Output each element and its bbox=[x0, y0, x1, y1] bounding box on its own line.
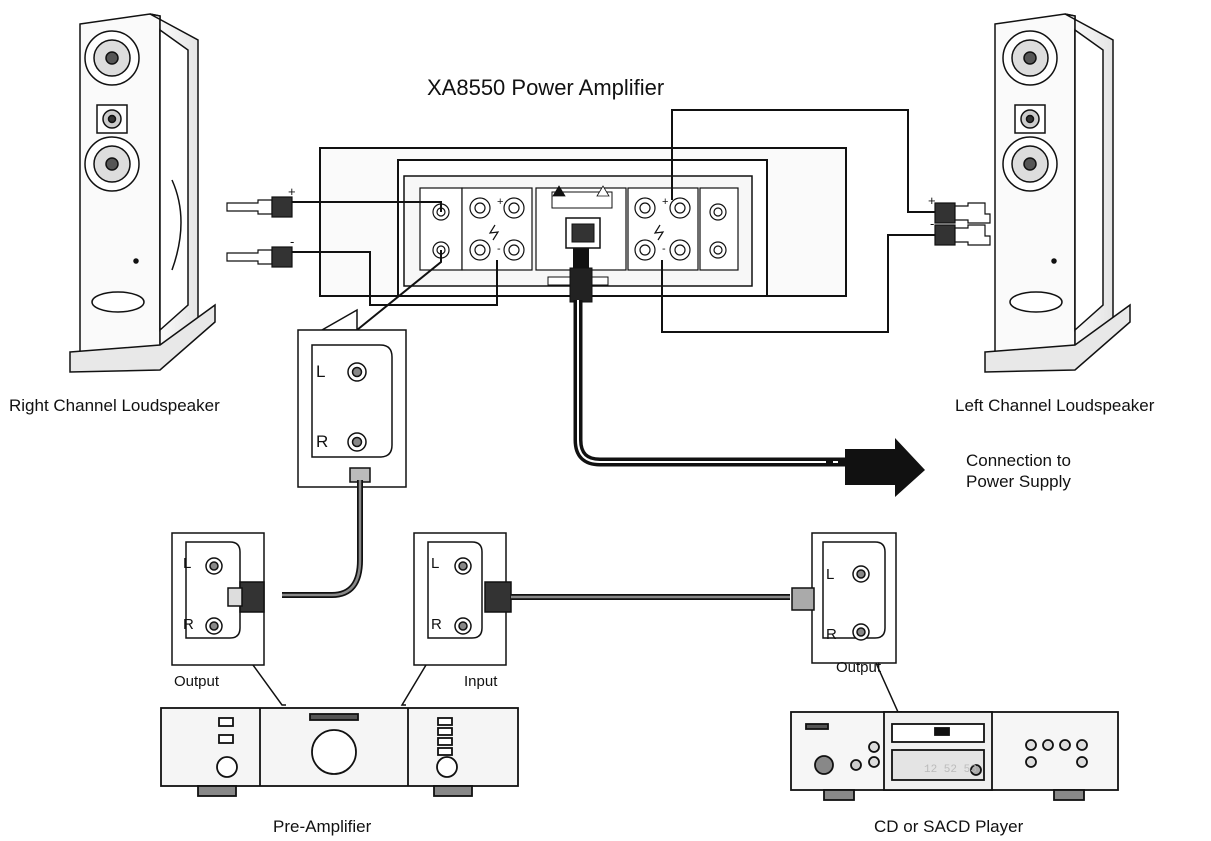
amp-right-plus-label: + bbox=[497, 196, 504, 208]
amp-left-plus-label: + bbox=[662, 196, 669, 208]
right-plug-minus-label: - bbox=[290, 234, 295, 249]
pre-amplifier-label: Pre-Amplifier bbox=[273, 817, 372, 836]
amp-left-minus-label: - bbox=[662, 243, 666, 255]
cd-display-digits: 12 52 53 bbox=[924, 764, 977, 776]
right-speaker bbox=[69, 13, 216, 373]
right-speaker-plugs bbox=[226, 196, 293, 268]
power-supply-label-line2: Power Supply bbox=[966, 472, 1071, 491]
amp-jack-l-label: L bbox=[316, 362, 326, 381]
left-speaker-plugs bbox=[934, 202, 991, 246]
left-plug-minus-label: - bbox=[930, 216, 935, 231]
preamp-input-label: Input bbox=[464, 673, 498, 690]
speaker-cables bbox=[292, 109, 935, 333]
right-speaker-label: Right Channel Loudspeaker bbox=[9, 396, 220, 415]
cd-output-callout bbox=[791, 532, 902, 713]
left-speaker bbox=[984, 13, 1131, 373]
amp-right-minus-label: - bbox=[497, 243, 501, 255]
preamp-input-l-label: L bbox=[431, 555, 440, 572]
cd-player bbox=[790, 711, 1119, 801]
left-speaker-label: Left Channel Loudspeaker bbox=[955, 396, 1155, 415]
pre-amplifier bbox=[160, 707, 519, 797]
power-supply-label-line1: Connection to bbox=[966, 451, 1071, 470]
right-plug-plus-label: + bbox=[288, 184, 296, 199]
amp-jack-r-label: R bbox=[316, 432, 329, 451]
preamp-input-r-label: R bbox=[431, 616, 442, 633]
amp-input-callout bbox=[297, 308, 407, 488]
power-cord bbox=[569, 248, 925, 497]
preamp-output-callout bbox=[171, 532, 286, 706]
diagram-title: XA8550 Power Amplifier bbox=[427, 75, 665, 100]
left-plug-plus-label: + bbox=[928, 193, 936, 208]
cd-output-r-label: R bbox=[826, 626, 837, 643]
cd-output-label: Output bbox=[836, 659, 882, 676]
cd-output-l-label: L bbox=[826, 566, 835, 583]
preamp-output-r-label: R bbox=[183, 616, 194, 633]
preamp-to-amp-cable bbox=[282, 480, 363, 598]
preamp-output-label: Output bbox=[174, 673, 220, 690]
cd-player-label: CD or SACD Player bbox=[874, 817, 1024, 836]
preamp-output-l-label: L bbox=[183, 555, 192, 572]
